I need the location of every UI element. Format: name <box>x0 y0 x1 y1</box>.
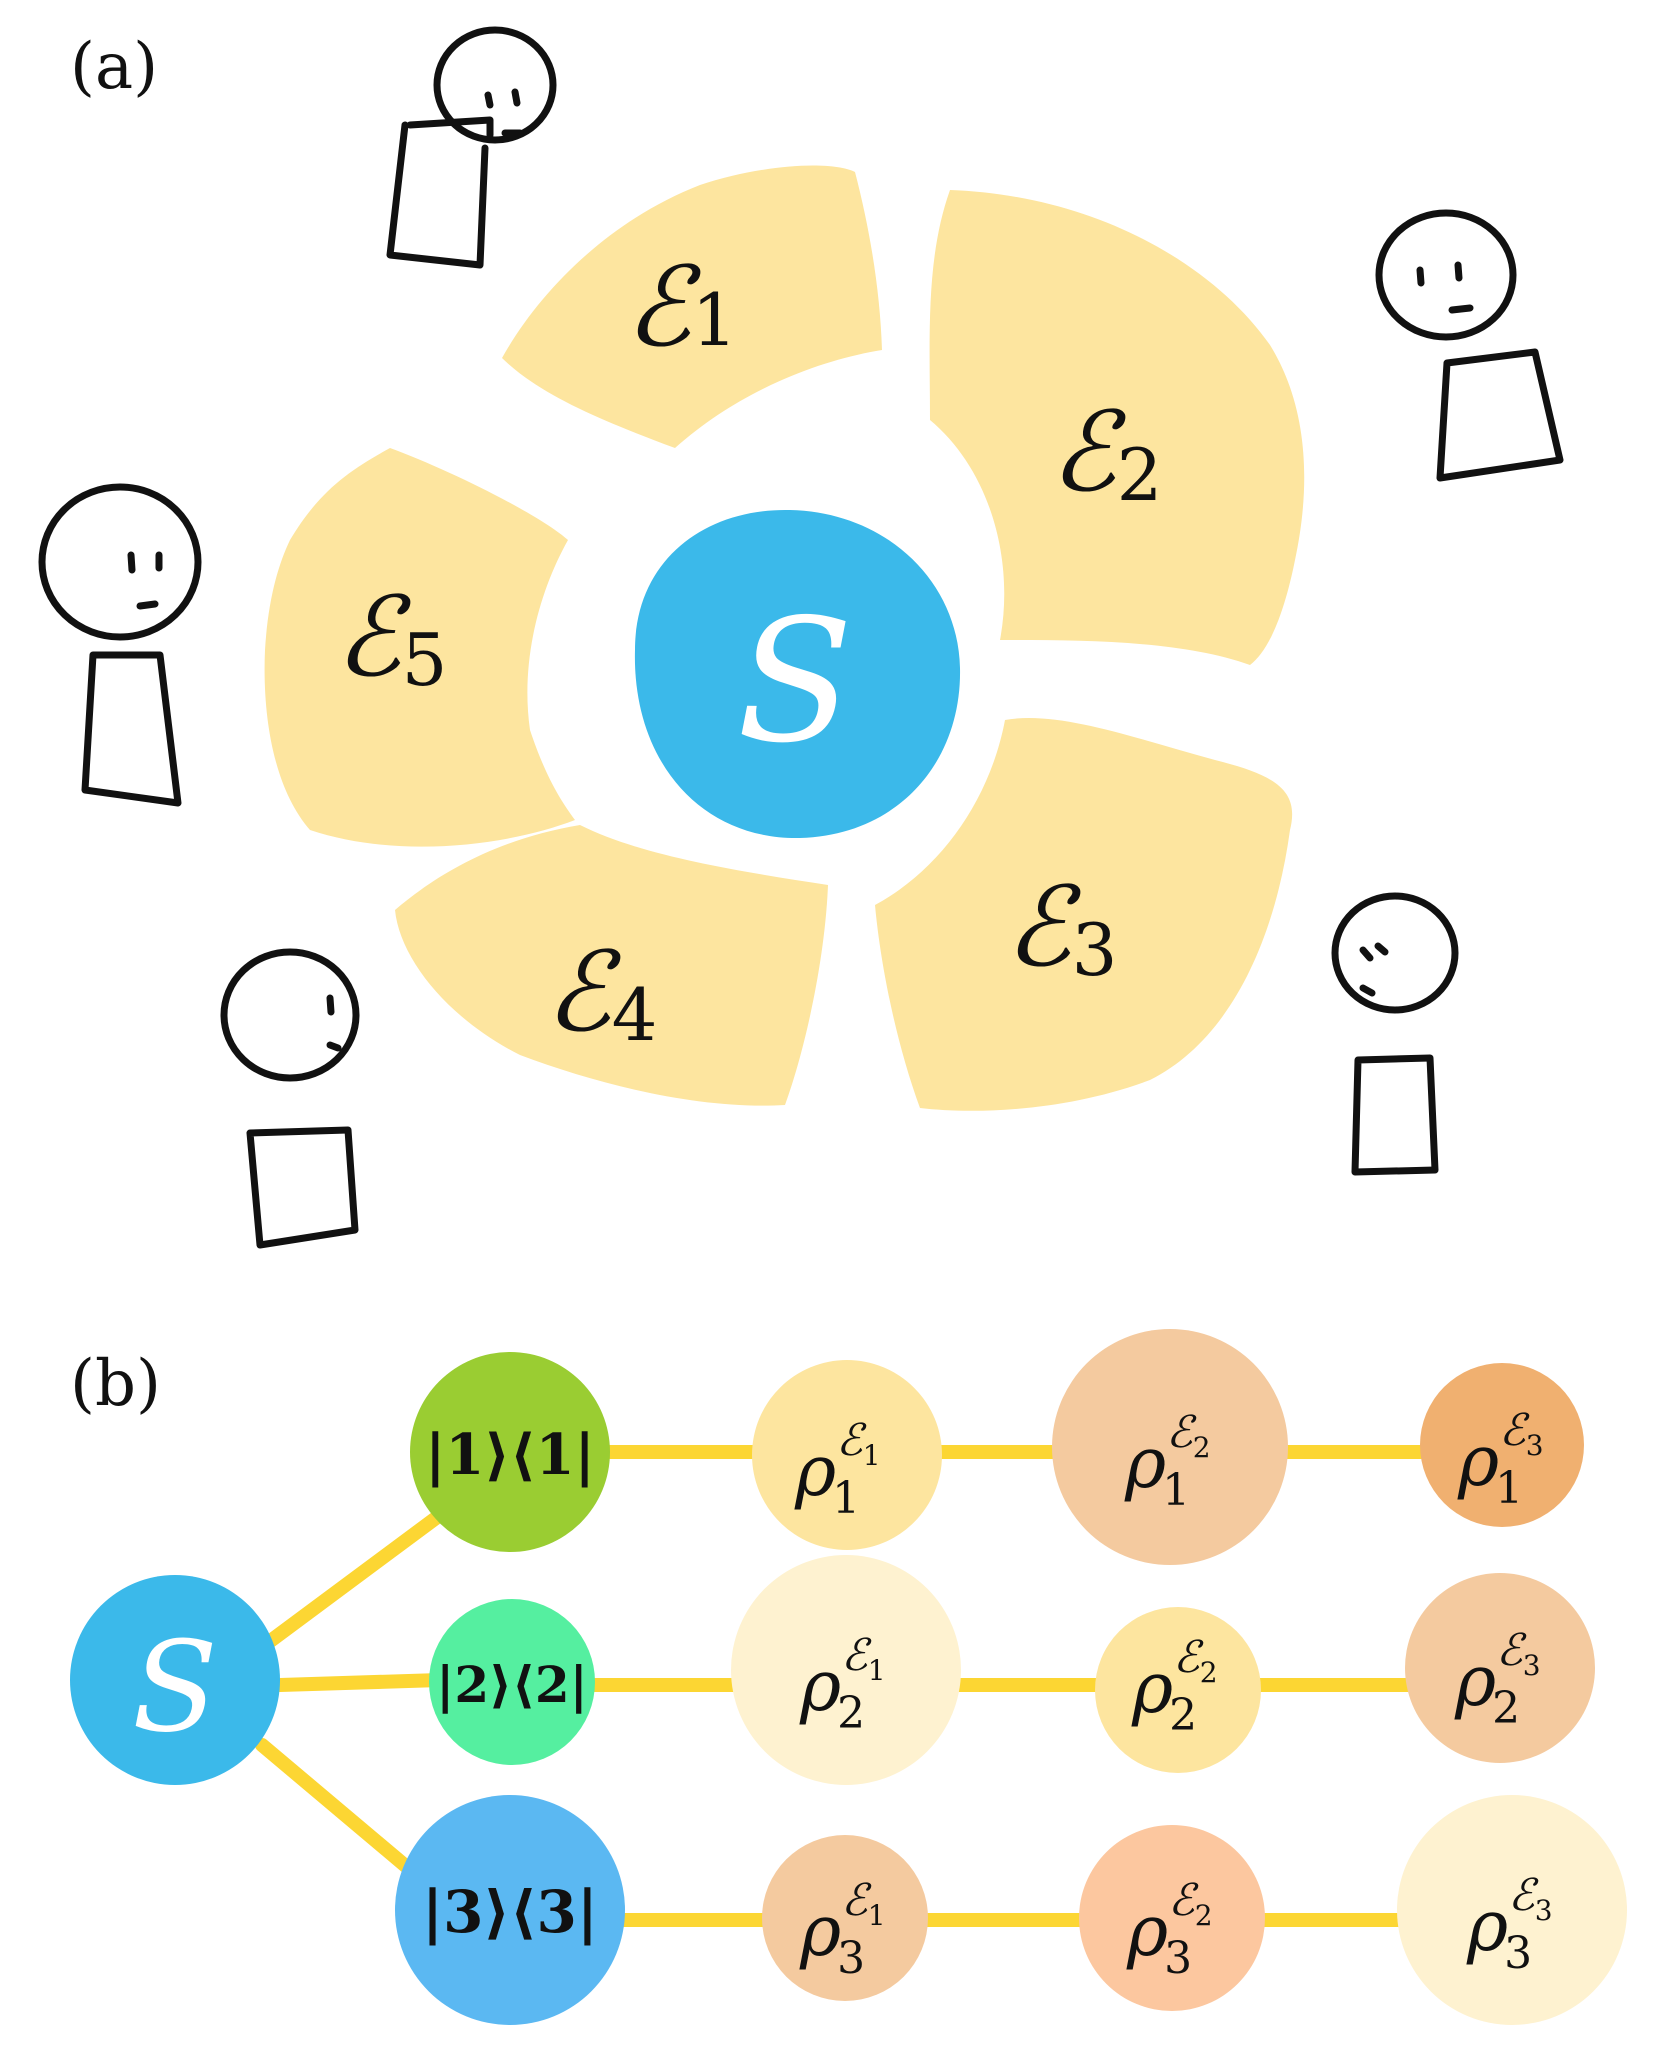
state-label-1-2: ρ1ℰ2 <box>1124 1407 1211 1516</box>
fragment-2-shape <box>929 190 1305 665</box>
state-node-2-2: ρ2ℰ2 <box>1095 1607 1261 1773</box>
state-node-2-1: ρ2ℰ1 <box>731 1555 961 1785</box>
state-label-1-1: ρ1ℰ1 <box>794 1415 881 1524</box>
observer-5 <box>1331 892 1459 1176</box>
state-label-2-2: ρ2ℰ2 <box>1131 1632 1218 1741</box>
state-node-3-1: ρ3ℰ1 <box>762 1835 928 2001</box>
state-node-1-2: ρ1ℰ2 <box>1052 1329 1288 1565</box>
state-node-2-3: ρ2ℰ3 <box>1405 1573 1595 1763</box>
fragment-1-label: ℰ1 <box>625 243 737 371</box>
fragment-5-shape <box>264 448 575 847</box>
connector-s-2 <box>273 1673 447 1692</box>
observer-3 <box>38 483 202 807</box>
projector-node-3: |3⟩⟨3| <box>395 1795 625 2025</box>
fragment-5-label: ℰ5 <box>335 573 447 702</box>
system-label-b: S <box>132 1615 218 1760</box>
state-node-3-3: ρ3ℰ3 <box>1397 1795 1627 2025</box>
observer-2 <box>1375 209 1564 482</box>
projector-node-2: |2⟩⟨2| <box>429 1599 595 1765</box>
projector-label-1: |1⟩⟨1| <box>425 1422 595 1488</box>
state-label-1-3: ρ1ℰ3 <box>1457 1405 1544 1514</box>
fragment-3-shape <box>875 718 1293 1111</box>
state-label-3-3: ρ3ℰ3 <box>1466 1870 1553 1979</box>
projector-label-3: |3⟩⟨3| <box>422 1878 598 1946</box>
fragment-4-shape <box>395 825 828 1106</box>
panel-b-label: (b) <box>70 1347 161 1421</box>
state-label-2-3: ρ2ℰ3 <box>1454 1625 1541 1734</box>
fragment-2-label: ℰ2 <box>1050 388 1162 517</box>
state-label-2-1: ρ2ℰ1 <box>799 1630 886 1739</box>
system-node-a: S <box>634 509 961 839</box>
panel-a-label: (a) <box>70 30 158 104</box>
state-node-3-2: ρ3ℰ2 <box>1079 1825 1265 2011</box>
observer-1 <box>386 26 557 269</box>
observer-4 <box>220 948 360 1249</box>
state-label-3-2: ρ3ℰ2 <box>1126 1875 1213 1984</box>
fragment-4-label: ℰ4 <box>545 928 657 1057</box>
state-node-1-3: ρ1ℰ3 <box>1420 1363 1584 1527</box>
system-label-a: S <box>737 583 853 781</box>
projector-node-1: |1⟩⟨1| <box>410 1352 610 1552</box>
fragment-3-label: ℰ3 <box>1005 863 1117 992</box>
state-node-1-1: ρ1ℰ1 <box>752 1360 942 1550</box>
system-node-b: S <box>70 1575 280 1785</box>
connector-s-1 <box>258 1508 447 1652</box>
fragment-labels: ℰ1 ℰ2 ℰ3 ℰ4 ℰ5 <box>335 243 1162 1057</box>
environment-fragments <box>264 165 1305 1111</box>
state-label-3-1: ρ3ℰ1 <box>799 1875 886 1984</box>
projector-label-2: |2⟩⟨2| <box>436 1655 588 1715</box>
fragment-1-shape <box>502 165 882 448</box>
